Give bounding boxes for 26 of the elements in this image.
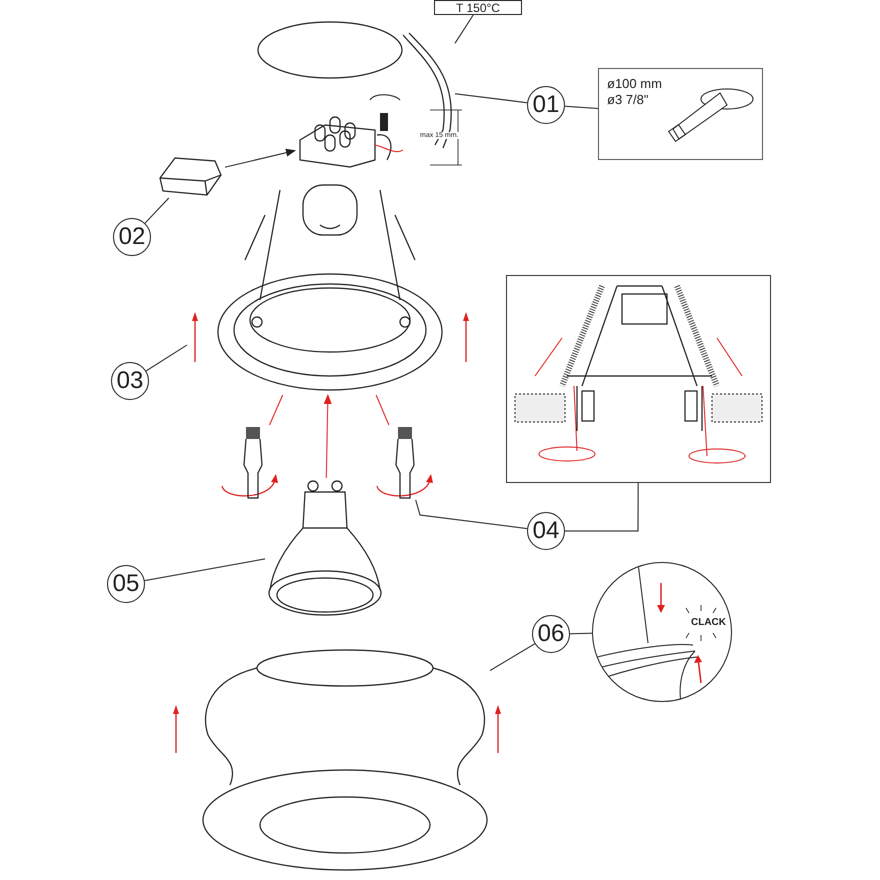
callout-number: 03 <box>111 362 149 400</box>
leader-line <box>454 14 474 44</box>
callout-number: 05 <box>107 565 145 603</box>
leader-line <box>146 344 188 372</box>
cross-section-panel <box>506 275 771 483</box>
assembly-line <box>376 394 390 426</box>
assembly-line <box>269 394 284 426</box>
leader-line <box>454 93 528 104</box>
hole-diameter: ø100 mm <box>607 77 662 90</box>
leader-line <box>564 482 639 532</box>
leader-line <box>415 500 528 530</box>
callout-number: 02 <box>113 218 151 256</box>
leader-line <box>144 558 266 582</box>
leader-line <box>144 198 170 224</box>
temperature-label: T 150°C <box>434 0 522 15</box>
arrow <box>224 148 296 168</box>
hole-diameter: ø3 7/8" <box>607 93 648 106</box>
inset-panel <box>598 68 763 160</box>
leader-line <box>570 632 592 634</box>
leader-line <box>564 106 598 109</box>
leader-line <box>490 643 536 672</box>
callout-number: 04 <box>527 512 565 550</box>
callout-number: 06 <box>532 615 570 653</box>
arrow <box>324 394 332 478</box>
callout-number: 01 <box>527 86 565 124</box>
click-sound-text: CLACK <box>691 618 726 628</box>
